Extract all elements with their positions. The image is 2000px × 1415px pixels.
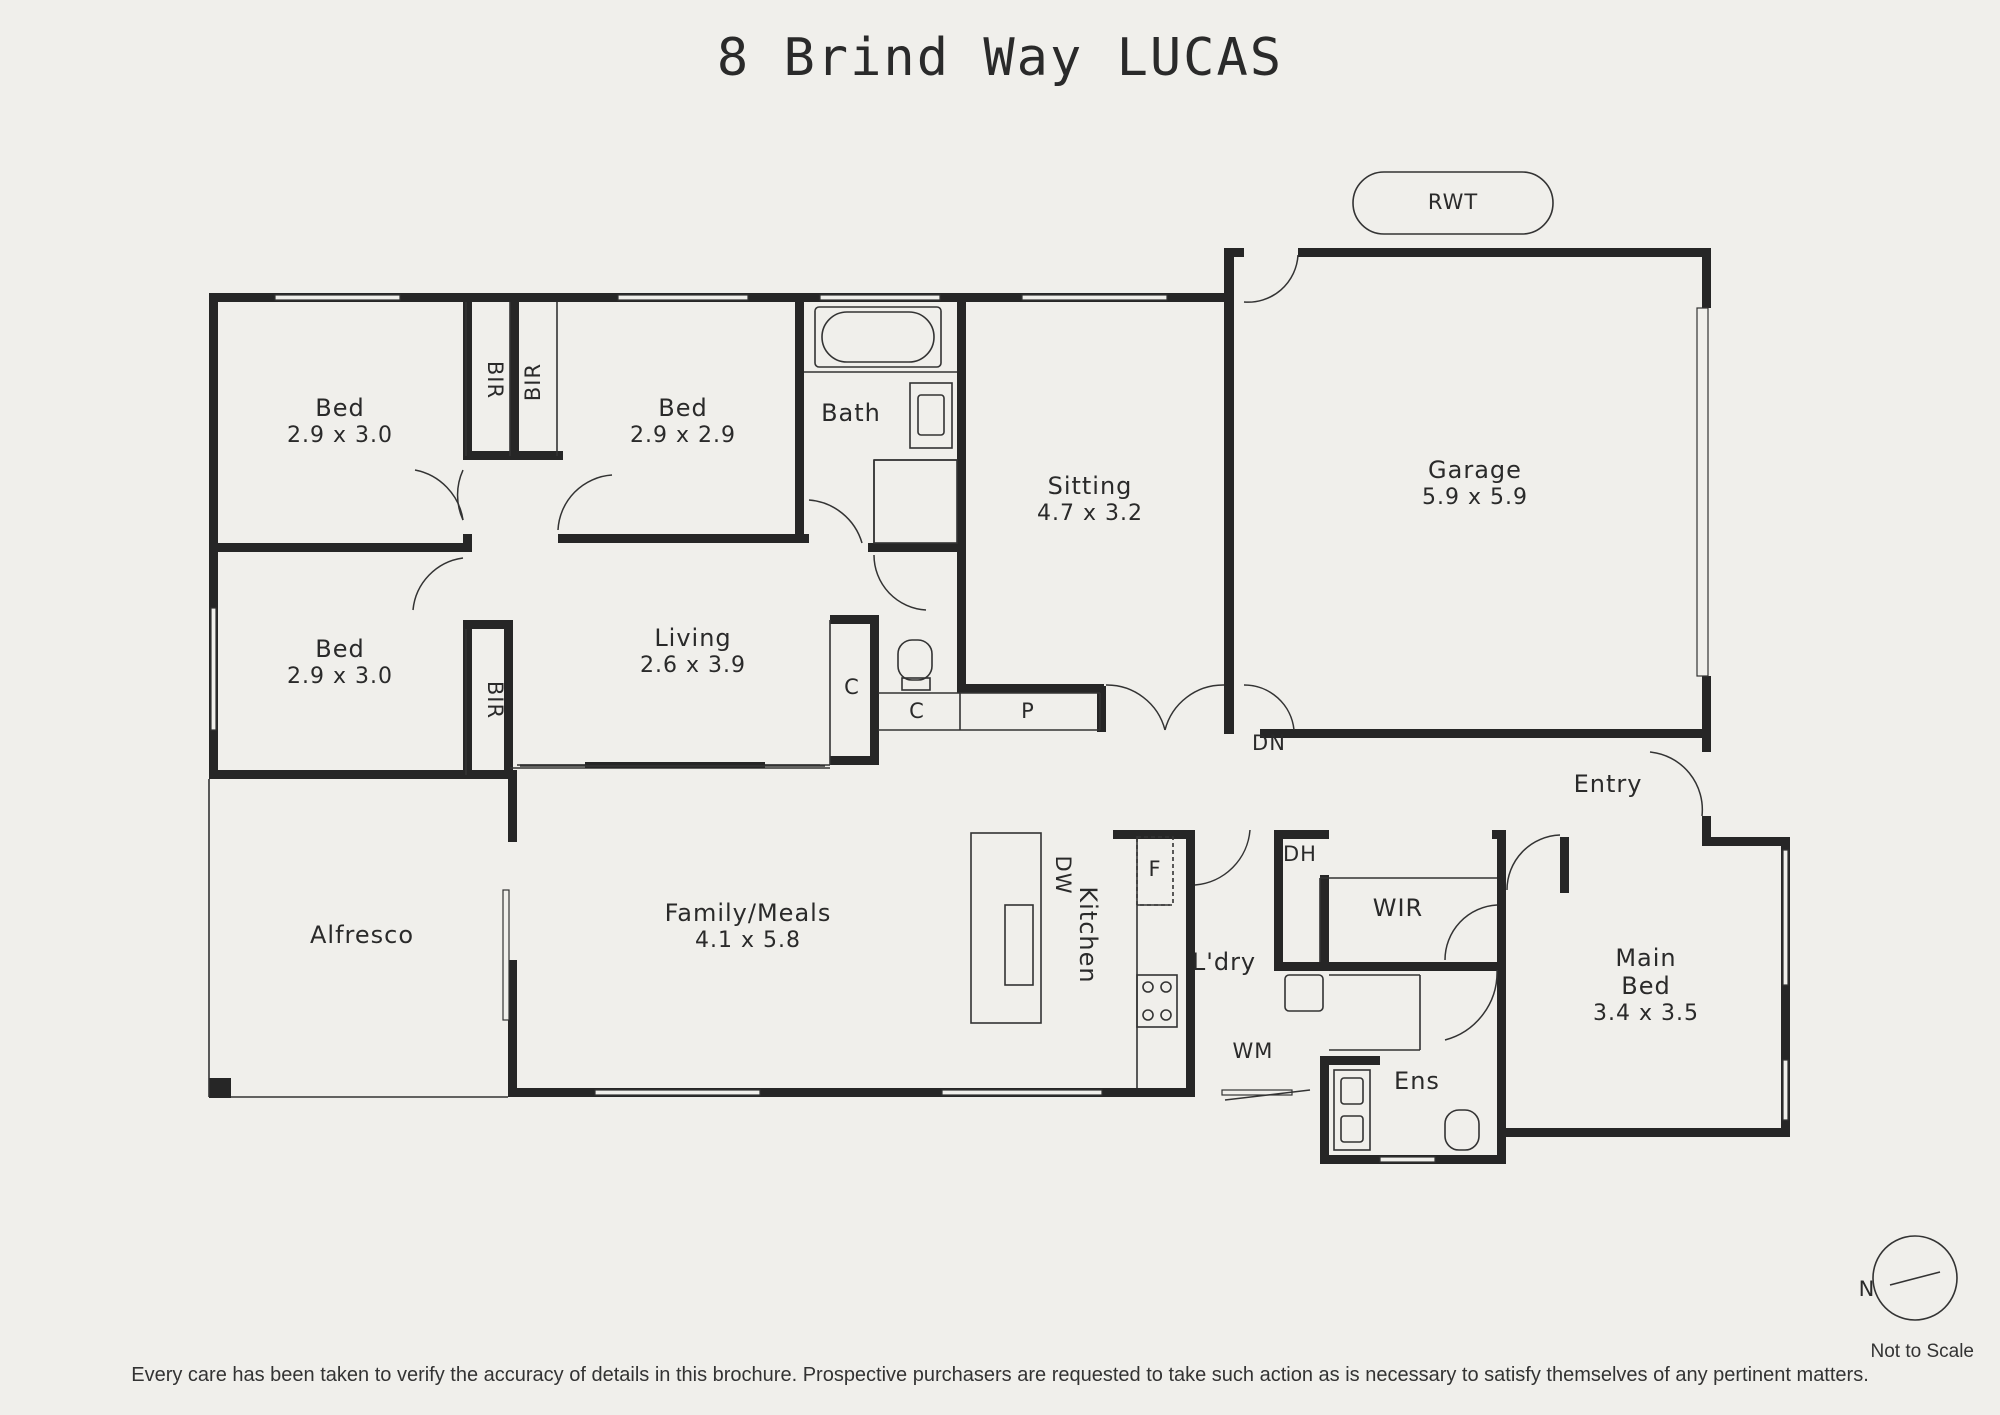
room-sitting-dims: 4.7 x 3.2: [1037, 501, 1143, 526]
dishwasher-label: DW: [1051, 856, 1075, 895]
room-family-name: Family/Meals: [665, 899, 832, 927]
rwt-label: RWT: [1428, 190, 1478, 214]
entry-label: Entry: [1574, 770, 1643, 798]
room-laundry-name: L'dry: [1192, 948, 1256, 976]
room-living-name: Living: [654, 624, 731, 652]
bir-label-3: BIR: [483, 681, 507, 719]
walls: [209, 248, 1790, 1164]
doors: [412, 254, 1704, 1101]
room-living-dims: 2.6 x 3.9: [640, 653, 746, 678]
washing-machine-label: WM: [1233, 1039, 1274, 1063]
room-bed-2-dims: 2.9 x 2.9: [630, 423, 736, 448]
bir-label-1: BIR: [483, 361, 507, 399]
room-main-bed-name-2: Bed: [1621, 972, 1670, 1000]
room-main-bed-dims: 3.4 x 3.5: [1593, 1001, 1699, 1026]
room-garage-dims: 5.9 x 5.9: [1422, 485, 1528, 510]
scale-note: Not to Scale: [1870, 1341, 1975, 1362]
room-bed-3-name: Bed: [315, 635, 364, 663]
room-bed-1-name: Bed: [315, 394, 364, 422]
room-labels: Bed 2.9 x 3.0 Bed 2.9 x 2.9 Bed 2.9 x 3.…: [287, 394, 1699, 1095]
disclaimer: Every care has been taken to verify the …: [131, 1364, 1869, 1386]
room-bath-name: Bath: [821, 399, 881, 427]
room-bed-2-name: Bed: [658, 394, 707, 422]
fixture-labels: RWT BIR BIR BIR C C P DN Entry F DH DW W…: [483, 190, 1876, 1301]
north-label: N: [1859, 1277, 1876, 1301]
bir-label-2: BIR: [521, 363, 545, 401]
stairs-down-label: DN: [1252, 731, 1286, 755]
room-family-dims: 4.1 x 5.8: [695, 928, 801, 953]
fridge-label: F: [1148, 857, 1161, 881]
room-bed-3-dims: 2.9 x 3.0: [287, 664, 393, 689]
pantry-label: P: [1021, 699, 1035, 723]
room-kitchen-name: Kitchen: [1074, 886, 1102, 983]
dh-label: DH: [1283, 842, 1317, 866]
room-garage-name: Garage: [1428, 456, 1522, 484]
room-main-bed-name-1: Main: [1615, 944, 1676, 972]
cupboard-label-1: C: [844, 675, 860, 699]
room-alfresco-name: Alfresco: [310, 921, 414, 949]
windows: [210, 294, 1789, 1163]
room-sitting-name: Sitting: [1048, 472, 1133, 500]
room-wir-name: WIR: [1373, 894, 1423, 922]
room-bed-1-dims: 2.9 x 3.0: [287, 423, 393, 448]
room-ens-name: Ens: [1394, 1067, 1440, 1095]
fixtures: [814, 171, 1958, 1321]
page-title: 8 Brind Way LUCAS: [716, 28, 1284, 88]
cupboard-label-2: C: [909, 699, 925, 723]
